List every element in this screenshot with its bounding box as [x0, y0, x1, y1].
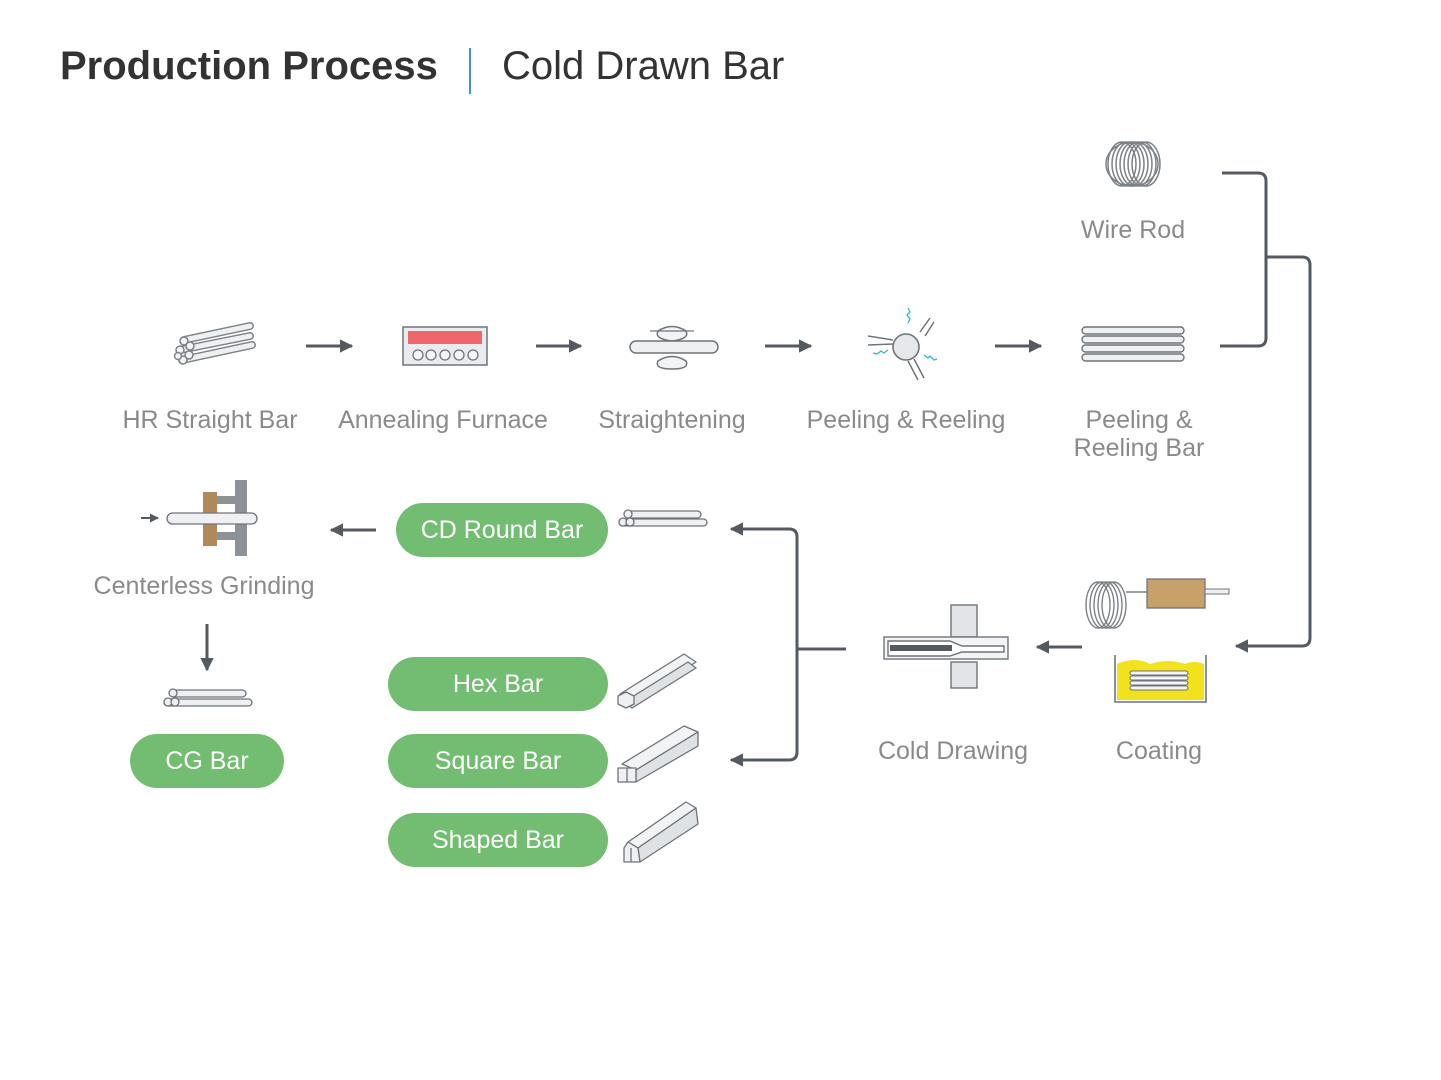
label-annealing-furnace: Annealing Furnace	[338, 406, 548, 434]
hex-bar-icon	[617, 653, 697, 709]
centerless-grinding-icon	[141, 480, 258, 556]
product-cg-bar[interactable]: CG Bar	[130, 734, 284, 788]
arrow-merge-to-coating	[1234, 255, 1312, 653]
page-subtitle: Cold Drawn Bar	[502, 44, 785, 88]
peeling-reeling-icon	[867, 307, 938, 381]
label-peeling-reeling-bar-line1: Peeling &	[1085, 406, 1193, 434]
cold-drawing-icon	[883, 604, 1009, 689]
label-wire-rod: Wire Rod	[1080, 216, 1186, 244]
hr-straight-bar-icon	[173, 322, 256, 365]
page-title: Production Process	[60, 44, 438, 88]
title-divider	[469, 48, 471, 94]
product-hex-bar[interactable]: Hex Bar	[388, 657, 608, 711]
square-bar-icon	[617, 725, 699, 783]
merge-bracket	[1220, 171, 1268, 348]
label-peeling-reeling-bar-line2: Reeling Bar	[1073, 434, 1205, 462]
label-coating: Coating	[1115, 737, 1203, 765]
peeling-reeling-bar-icon	[1081, 326, 1185, 362]
cd-round-bar-icon	[618, 509, 708, 527]
arrow-to-cd-round	[729, 522, 799, 649]
label-peeling-reeling: Peeling & Reeling	[806, 406, 1006, 434]
cg-bar-icon	[163, 688, 253, 707]
label-centerless-grinding: Centerless Grinding	[93, 572, 315, 600]
shaped-bar-icon	[623, 801, 699, 863]
coating-block-icon	[1146, 578, 1230, 609]
straightening-icon	[629, 325, 719, 370]
coating-coil-icon	[1085, 581, 1148, 629]
product-shaped-bar[interactable]: Shaped Bar	[388, 813, 608, 867]
label-cold-drawing: Cold Drawing	[877, 737, 1029, 765]
label-hr-straight-bar: HR Straight Bar	[122, 406, 298, 434]
coating-bath-icon	[1114, 655, 1207, 703]
product-cd-round-bar[interactable]: CD Round Bar	[396, 503, 608, 557]
flow-arrows	[200, 171, 1312, 767]
wire-rod-icon	[1105, 141, 1161, 187]
product-square-bar[interactable]: Square Bar	[388, 734, 608, 788]
label-straightening: Straightening	[598, 406, 746, 434]
arrow-to-shaped	[729, 649, 799, 767]
annealing-furnace-icon	[402, 326, 488, 366]
